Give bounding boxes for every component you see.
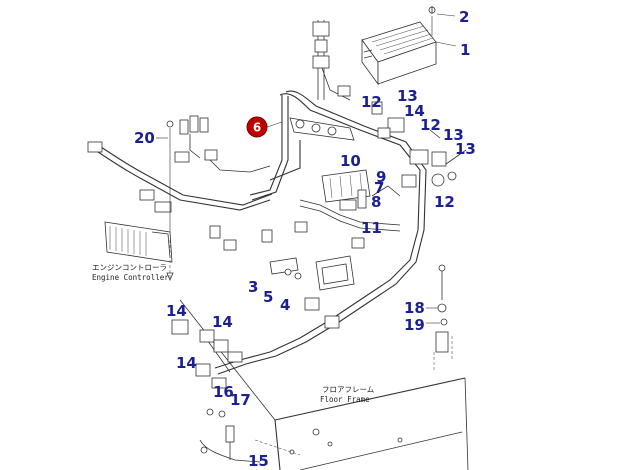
callout-13a: 13: [397, 87, 418, 105]
callout-12a: 12: [361, 93, 382, 111]
callout-14a: 14: [404, 102, 425, 120]
callout-8: 8: [371, 193, 381, 211]
highlighted-callout-6[interactable]: 6: [246, 116, 283, 138]
callout-5: 5: [263, 288, 273, 306]
callout-14c: 14: [212, 313, 233, 331]
callout-12b: 12: [420, 116, 441, 134]
callout-16: 16: [213, 383, 234, 401]
engine-controller: [104, 221, 174, 282]
top-connectors: [312, 20, 351, 101]
callout-14d: 14: [176, 354, 197, 372]
callout-17: 17: [230, 391, 251, 409]
engine-controller-label-en: Engine Controller: [92, 273, 169, 282]
callout-4: 4: [280, 296, 290, 314]
lower-harness: [171, 229, 425, 463]
bolt-stack: [426, 264, 453, 372]
callout-10: 10: [340, 152, 361, 170]
diagram-labels: エンジンコントローラ Engine Controller フロアフレーム Flo…: [92, 263, 374, 404]
callout-11: 11: [361, 219, 382, 237]
callout-3: 3: [248, 278, 258, 296]
callout-2: 2: [459, 8, 469, 26]
center-connectors: [209, 169, 401, 251]
highlight-number: 6: [253, 121, 261, 135]
floor-frame-label-jp: フロアフレーム: [322, 385, 374, 394]
callout-12c: 12: [434, 193, 455, 211]
floor-frame-label-en: Floor Frame: [320, 395, 370, 404]
callout-18: 18: [404, 299, 425, 317]
controller-box: [361, 6, 457, 86]
right-connectors: [371, 101, 467, 188]
callout-13c: 13: [455, 140, 476, 158]
callout-13b: 13: [443, 126, 464, 144]
callout-9: 9: [376, 168, 386, 186]
callout-1: 1: [460, 41, 470, 59]
callout-19: 19: [404, 316, 425, 334]
part-callouts: 1 2 3 4 5 7 8 9 10 11 12 12 12 13 13 13 …: [134, 8, 476, 470]
callout-20: 20: [134, 129, 155, 147]
callout-7: 7: [374, 179, 384, 197]
callout-14b: 14: [166, 302, 187, 320]
left-harness: [87, 115, 273, 232]
engine-controller-label-jp: エンジンコントローラ: [92, 263, 167, 272]
callout-15: 15: [248, 452, 269, 470]
main-harness: [249, 90, 427, 231]
